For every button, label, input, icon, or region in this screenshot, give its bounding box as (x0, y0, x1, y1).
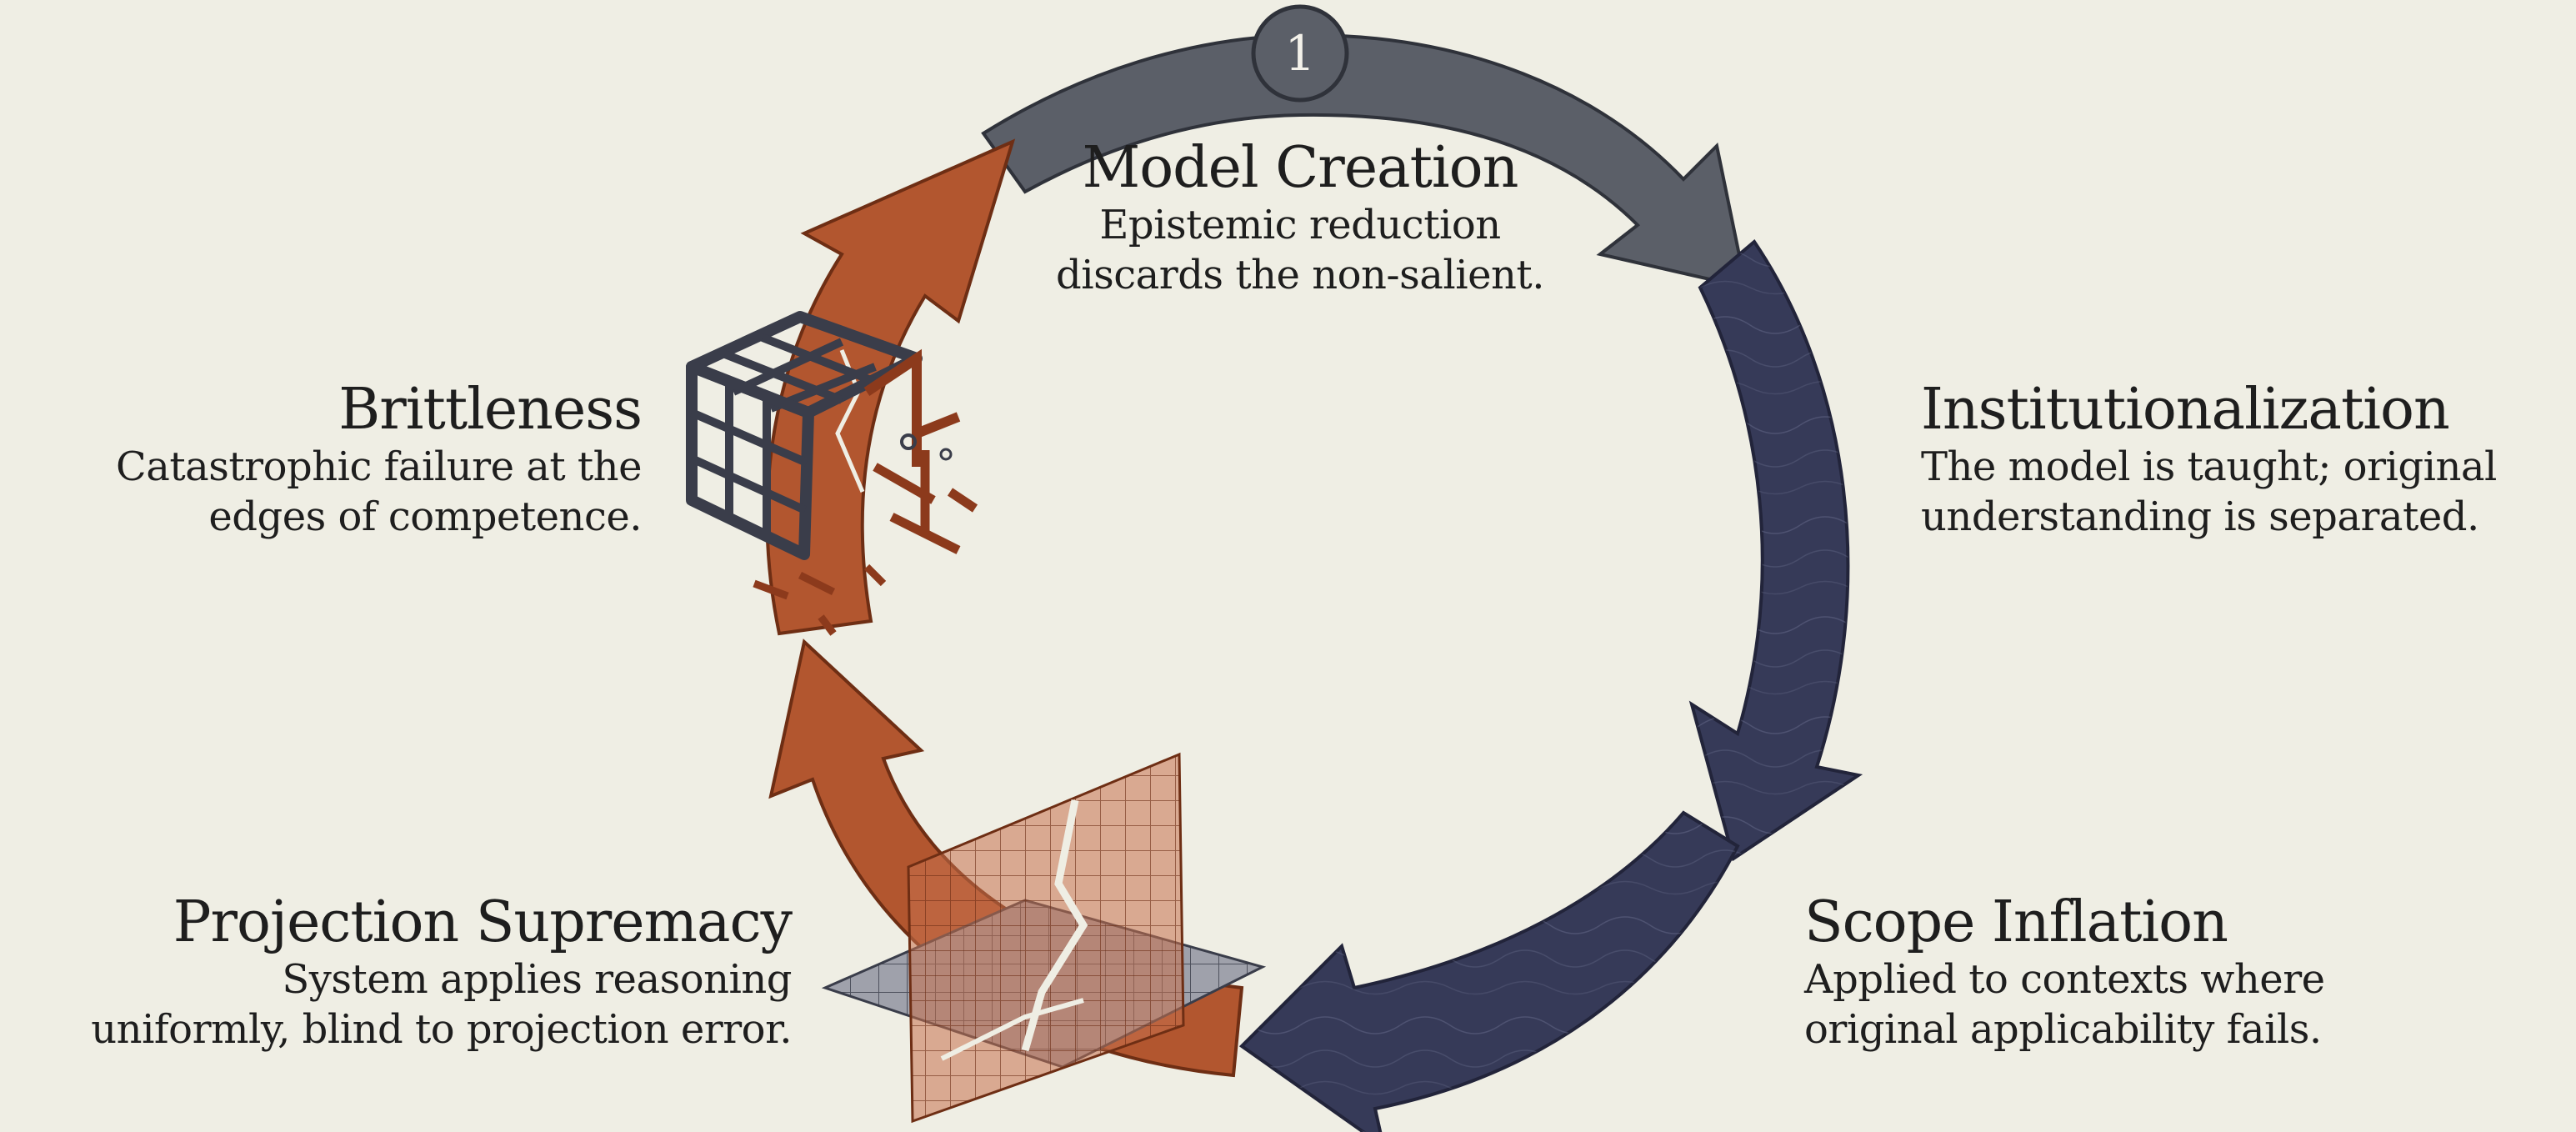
arrow-model-creation (981, 33, 1748, 290)
broken-cube-illustration (686, 311, 978, 636)
stage-description-line: System applies reasoning (282, 955, 792, 1003)
stage-brittleness: Brittleness Catastrophic failure at the … (17, 377, 643, 542)
arrow-institutionalization (1688, 239, 1863, 862)
stage-institutionalization: Institutionalization The model is taught… (1921, 377, 2571, 542)
arrow-scope-inflation (1238, 810, 1740, 1132)
stage-model-creation: Model Creation Epistemic reduction disca… (983, 135, 1617, 300)
stage-title: Institutionalization (1921, 377, 2450, 443)
stage-description-line: The model is taught; original (1921, 443, 2497, 490)
stage-projection-supremacy: Projection Supremacy System applies reas… (17, 889, 793, 1054)
stage-title: Scope Inflation (1804, 889, 2228, 955)
stage-description-line: understanding is separated. (1921, 493, 2479, 540)
stage-description-line: uniformly, blind to projection error. (91, 1005, 792, 1053)
stage-title: Projection Supremacy (173, 889, 793, 955)
projection-planes-illustration (821, 752, 1267, 1124)
stage-description-line: Catastrophic failure at the (115, 443, 643, 490)
stage-scope-inflation: Scope Inflation Applied to contexts wher… (1804, 889, 2554, 1054)
stage-description-line: Epistemic reduction (1099, 201, 1501, 248)
stage-number: 1 (1284, 25, 1316, 82)
stage-description-line: discards the non-salient. (1056, 251, 1544, 298)
stage-description-line: original applicability fails. (1804, 1005, 2322, 1053)
stage-description-line: Applied to contexts where (1804, 955, 2325, 1003)
stage-number-badge (1251, 4, 1349, 103)
stage-description-line: edges of competence. (208, 493, 642, 540)
stage-title: Brittleness (338, 377, 643, 443)
stage-title: Model Creation (1082, 135, 1519, 201)
